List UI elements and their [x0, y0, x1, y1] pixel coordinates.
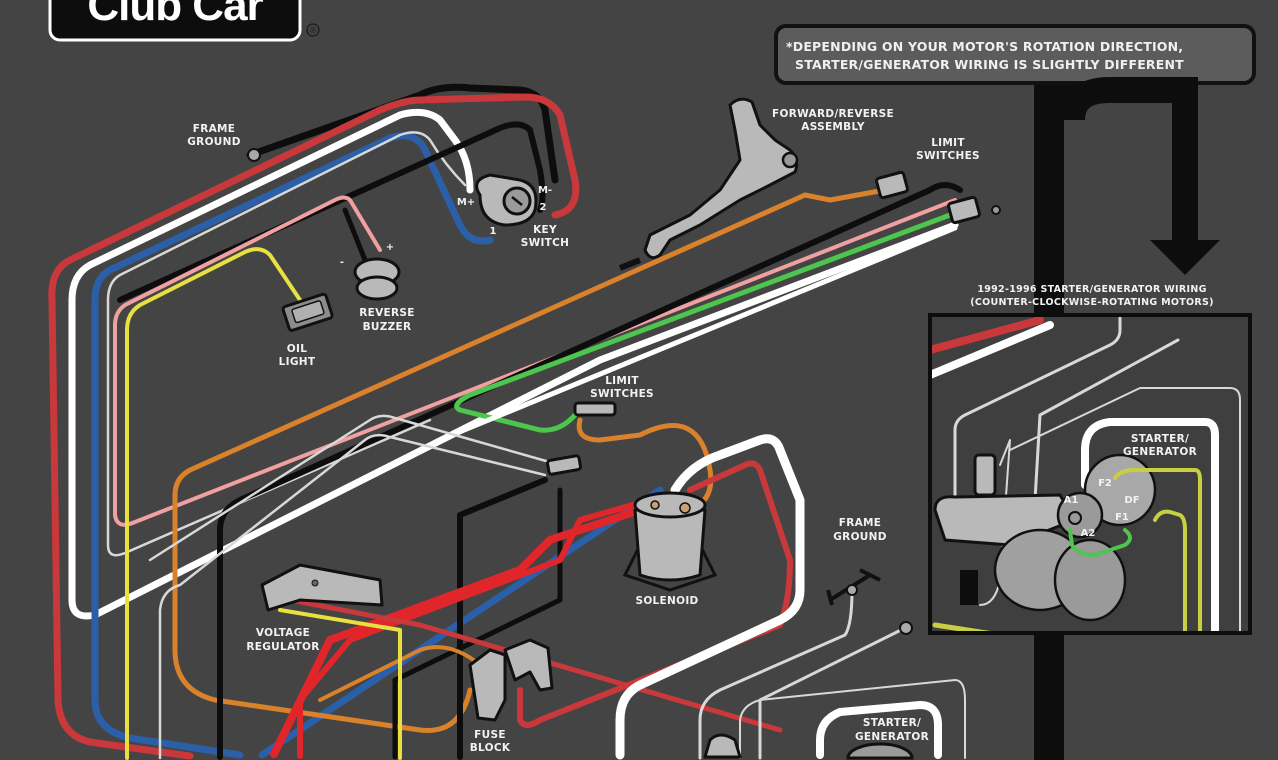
wire-yellow-reg	[278, 608, 402, 760]
buzzer-terminal-minus: -	[340, 257, 344, 268]
inset-title-1: 1992-1996 STARTER/GENERATOR WIRING	[977, 284, 1206, 295]
inset-terminal-a2: A2	[1081, 528, 1096, 539]
wire-orange-long	[172, 187, 888, 733]
solenoid-label: SOLENOID	[635, 595, 698, 607]
reverse-buzzer-label-2: BUZZER	[363, 321, 412, 333]
reverse-buzzer: + - REVERSE BUZZER	[340, 242, 415, 333]
note-line-1: *DEPENDING ON YOUR MOTOR'S ROTATION DIRE…	[786, 39, 1183, 54]
starter-generator-bottom-label-1: STARTER/	[863, 717, 921, 729]
limit-switches-top-label-1: LIMIT	[931, 137, 965, 149]
limit-switches-top: LIMIT SWITCHES	[875, 137, 1001, 225]
inset-terminal-a1: A1	[1064, 495, 1079, 506]
inset-terminal-df: DF	[1124, 495, 1139, 506]
wire-gray-thin-2	[148, 414, 562, 562]
forward-reverse-assembly: FORWARD/REVERSE ASSEMBLY	[618, 97, 894, 271]
fuse-block-label-2: BLOCK	[470, 742, 511, 754]
voltage-regulator-label-1: VOLTAGE	[256, 627, 310, 639]
inset-starter-label-1: STARTER/	[1131, 433, 1189, 445]
wire-red-outer	[48, 93, 580, 760]
wire-black-vert	[217, 182, 963, 760]
inset-title-2: (COUNTER-CLOCKWISE-ROTATING MOTORS)	[970, 297, 1214, 308]
wire-white-starter	[816, 701, 942, 759]
solenoid: SOLENOID	[622, 491, 718, 607]
wire-red-regulator	[262, 592, 783, 733]
wire-red-bright-1	[270, 506, 644, 758]
wire-black-buzzer	[342, 207, 368, 263]
frame-ground-mid-label-1: FRAME	[839, 517, 882, 529]
inset-starter-generator-wiring: 1992-1996 STARTER/GENERATOR WIRING (COUN…	[928, 284, 1252, 635]
wires	[48, 83, 966, 760]
wire-gray-thin-3	[158, 433, 547, 760]
starter-generator-bottom: STARTER/ GENERATOR	[703, 717, 929, 760]
key-switch-label-2: SWITCH	[521, 237, 570, 249]
wire-red-fuse	[517, 460, 793, 728]
note-line-2: STARTER/GENERATOR WIRING IS SLIGHTLY DIF…	[795, 57, 1184, 72]
key-switch-label-1: KEY	[533, 224, 557, 236]
note-pointer-bars	[1034, 77, 1220, 760]
key-terminal-2: 2	[540, 202, 547, 213]
key-terminal-m-plus: M+	[457, 197, 475, 208]
wire-gray-thin-1	[106, 131, 467, 557]
wire-orange-solenoid	[576, 417, 714, 523]
forward-reverse-label-2: ASSEMBLY	[801, 121, 865, 133]
key-terminal-m-minus: M-	[538, 185, 552, 196]
frame-ground-top-label-2: GROUND	[187, 136, 240, 148]
starter-generator-bottom-label-2: GENERATOR	[855, 731, 929, 743]
oil-light-label-2: LIGHT	[279, 356, 316, 368]
fuse-block-label-1: FUSE	[474, 729, 506, 741]
wire-white-solenoid	[615, 434, 805, 760]
wire-gray-ground-3	[739, 679, 966, 759]
voltage-regulator: VOLTAGE REGULATOR	[246, 563, 384, 653]
frame-ground-mid: FRAME GROUND	[826, 517, 913, 635]
wire-gray-ground	[698, 588, 854, 760]
club-car-logo: Club Car ®	[48, 0, 320, 42]
wire-blue	[91, 132, 494, 759]
limit-switches-top-label-2: SWITCHES	[916, 150, 980, 162]
wire-pink	[113, 195, 957, 527]
registered-mark: ®	[309, 26, 317, 35]
rotation-note: *DEPENDING ON YOUR MOTOR'S ROTATION DIRE…	[774, 24, 1256, 85]
limit-switches-mid-label-2: SWITCHES	[590, 388, 654, 400]
logo-text: Club Car	[87, 0, 263, 30]
wire-black-key	[117, 121, 546, 303]
wire-yellow	[125, 247, 302, 760]
voltage-regulator-label-2: REGULATOR	[246, 641, 319, 653]
fuse-block: FUSE BLOCK	[468, 638, 554, 754]
oil-light: OIL LIGHT	[279, 292, 334, 368]
forward-reverse-label-1: FORWARD/REVERSE	[772, 108, 894, 120]
frame-ground-top: FRAME GROUND	[187, 123, 261, 162]
limit-switches-mid-label-1: LIMIT	[605, 375, 639, 387]
buzzer-terminal-plus: +	[386, 242, 394, 253]
wire-white-limit	[437, 225, 958, 443]
wire-red-bright-2	[297, 497, 653, 759]
inset-terminal-f2: F2	[1098, 478, 1112, 489]
down-arrow-icon	[1150, 240, 1220, 275]
limit-switches-mid: LIMIT SWITCHES	[546, 375, 654, 476]
wire-black-inner	[457, 477, 548, 760]
inset-starter-label-2: GENERATOR	[1123, 446, 1197, 458]
inset-terminal-f1: F1	[1115, 512, 1129, 523]
frame-ground-mid-label-2: GROUND	[833, 531, 886, 543]
wire-green	[454, 212, 953, 433]
reverse-buzzer-label-1: REVERSE	[359, 307, 414, 319]
key-terminal-1: 1	[490, 226, 497, 237]
frame-ground-top-label-1: FRAME	[193, 123, 236, 135]
wire-orange-lower	[318, 645, 482, 702]
oil-light-label-1: OIL	[287, 343, 307, 355]
key-switch: M+ M- 2 1 KEY SWITCH	[457, 173, 570, 249]
